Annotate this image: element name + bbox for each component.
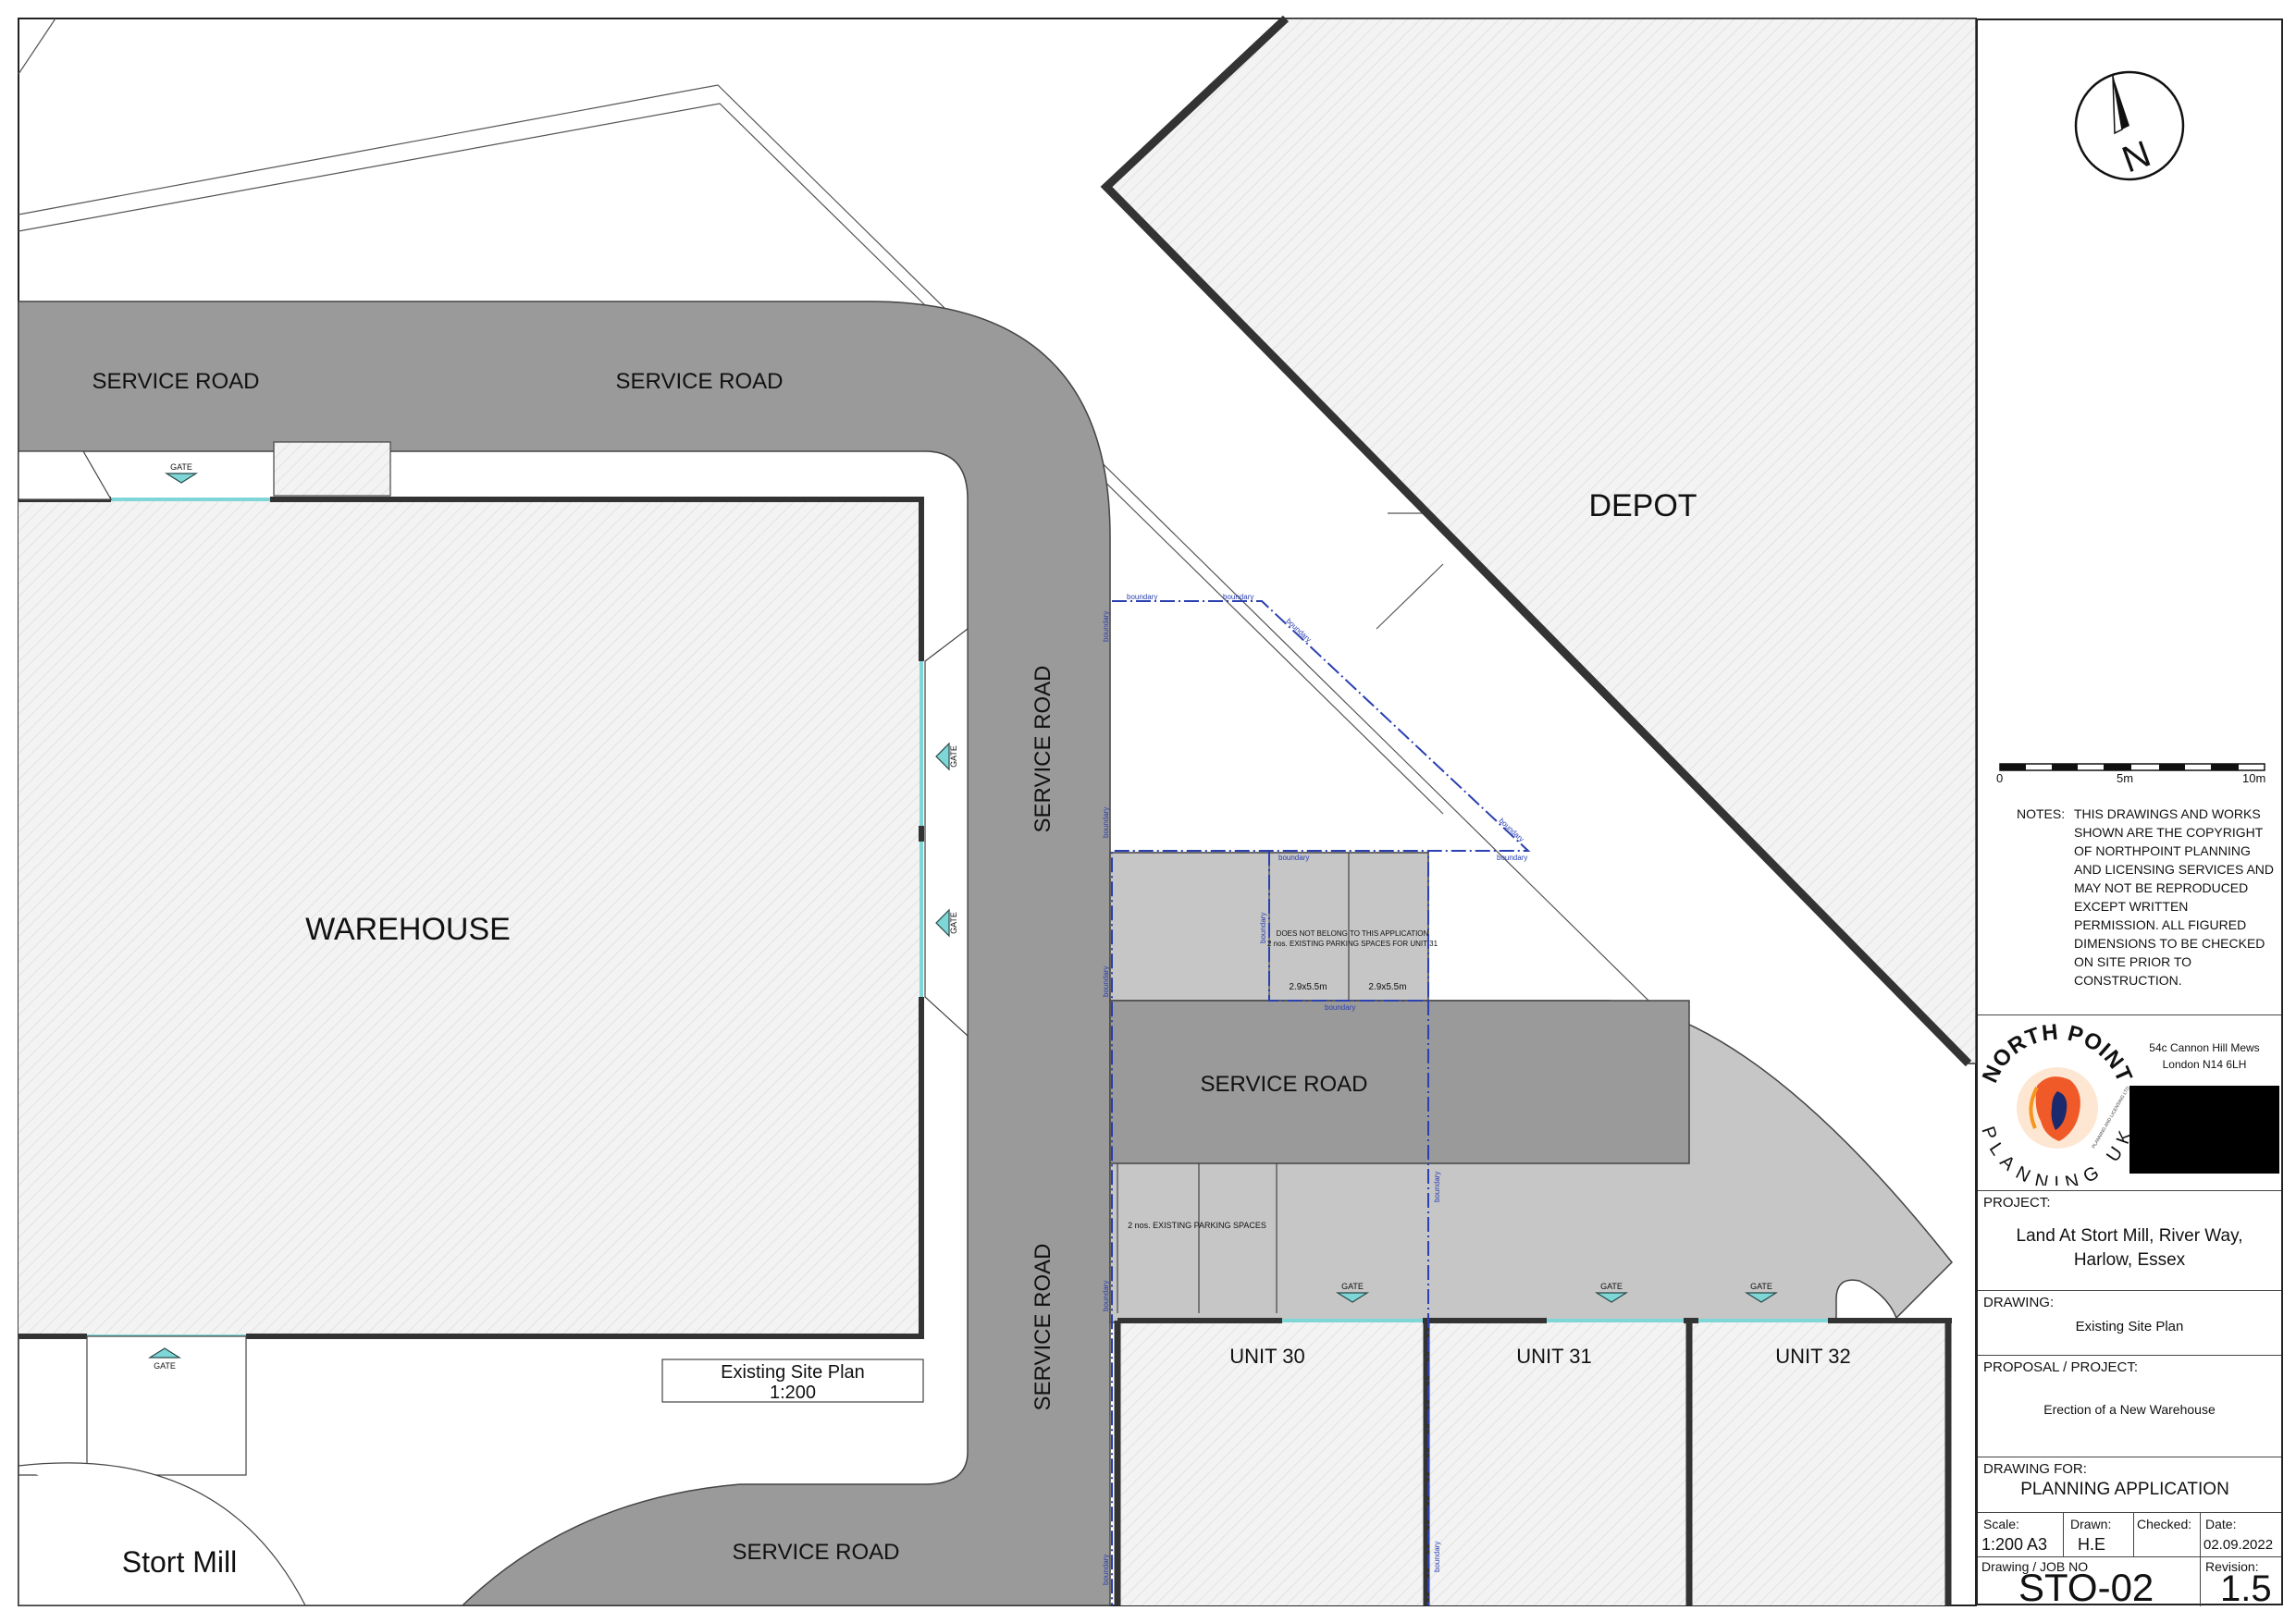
stort-mill-label: Stort Mill	[122, 1545, 237, 1579]
gate-icon	[1594, 1292, 1629, 1303]
project-line: Land At Stort Mill, River Way,	[2016, 1226, 2243, 1246]
drawing-for-value: PLANNING APPLICATION	[2020, 1480, 2229, 1499]
project-section: PROJECT: Land At Stort Mill, River Way, …	[1978, 1190, 2281, 1291]
gate-icon	[147, 1347, 182, 1359]
scale-bar	[1999, 763, 2265, 771]
divider	[2200, 1513, 2201, 1557]
gate-icon	[1744, 1292, 1779, 1303]
scale-bar-label: 0	[1996, 771, 2004, 785]
notes-text: THIS DRAWINGS AND WORKS SHOWN ARE THE CO…	[2074, 806, 2275, 988]
gate-icon	[935, 908, 950, 938]
unit-label: UNIT 30	[1229, 1345, 1305, 1368]
drawing-for-label: DRAWING FOR:	[1983, 1461, 2087, 1477]
gate-label: GATE	[1341, 1282, 1364, 1291]
gate-label: GATE	[1750, 1282, 1772, 1291]
boundary-label: boundary	[1223, 593, 1253, 601]
unit-label: UNIT 31	[1516, 1345, 1592, 1368]
road-label: SERVICE ROAD	[733, 1540, 900, 1565]
project-label: PROJECT:	[1983, 1195, 2051, 1211]
revision-value: 1.5	[2220, 1568, 2272, 1609]
depot-label: DEPOT	[1588, 488, 1697, 523]
road-label: SERVICE ROAD	[1031, 666, 1055, 833]
project-value: Land At Stort Mill, River Way, Harlow, E…	[1978, 1224, 2281, 1273]
job-number: STO-02	[2018, 1566, 2154, 1609]
revision-label: Revision:	[2205, 1559, 2259, 1574]
notes-label: NOTES:	[2017, 806, 2066, 821]
gate-icon	[1335, 1292, 1370, 1303]
date-label: Date:	[2205, 1517, 2237, 1531]
road-label: SERVICE ROAD	[1201, 1072, 1368, 1097]
parking-note: DOES NOT BELONG TO THIS APPLICATION	[1277, 929, 1429, 938]
gate-structures	[18, 441, 969, 1606]
drawing-value: Existing Site Plan	[2075, 1319, 2184, 1334]
gate-label: GATE	[154, 1361, 176, 1371]
address-line: 54c Cannon Hill Mews	[2149, 1041, 2260, 1054]
drawn-value: H.E	[2078, 1535, 2106, 1554]
road-label: SERVICE ROAD	[1031, 1244, 1055, 1411]
gate-markers	[147, 473, 1779, 1359]
gate-label: GATE	[949, 745, 958, 768]
date-value: 02.09.2022	[2203, 1537, 2274, 1553]
scale-bar-label: 5m	[2117, 771, 2134, 785]
job-row: Drawing / JOB NO STO-02 Revision: 1.5	[1978, 1556, 2281, 1609]
checked-label: Checked:	[2137, 1517, 2192, 1531]
divider	[2200, 1557, 2201, 1606]
gate-label: GATE	[949, 912, 958, 934]
boundary-label: boundary	[1433, 1172, 1441, 1202]
scale-label: Scale:	[1983, 1517, 2019, 1531]
northpoint-logo: NORTH POINT PLANNING UK PLANNING AND LIC…	[1980, 1020, 2135, 1186]
gate-icon	[164, 473, 199, 484]
boundary-label: boundary	[1433, 1542, 1441, 1572]
warehouse-building	[19, 497, 924, 1339]
road-label: SERVICE ROAD	[93, 369, 260, 394]
title-block: N 0 5m 10m NOTES: THIS DRAWINGS AND WORK…	[1976, 18, 2283, 1609]
legend-title: Existing Site Plan	[721, 1362, 865, 1383]
details-row: Scale: 1:200 A3 Drawn: H.E Checked: Date…	[1978, 1512, 2281, 1557]
bay-dimension: 2.9x5.5m	[1289, 982, 1327, 992]
company-address: 54c Cannon Hill Mews London N14 6LH	[2135, 1039, 2274, 1073]
proposal-section: PROPOSAL / PROJECT: Erection of a New Wa…	[1978, 1355, 2281, 1457]
bay-dimension: 2.9x5.5m	[1368, 982, 1406, 992]
logo-section: NORTH POINT PLANNING UK PLANNING AND LIC…	[1978, 1014, 2281, 1191]
boundary-label: boundary	[1325, 1003, 1355, 1012]
divider	[2133, 1513, 2134, 1557]
warehouse-label: WAREHOUSE	[305, 912, 511, 947]
drawn-label: Drawn:	[2070, 1517, 2112, 1531]
depot-building	[1100, 15, 1977, 1067]
boundary-label: boundary	[1497, 854, 1527, 862]
drawing-label: DRAWING:	[1983, 1295, 2055, 1310]
parking-note: 2 nos. EXISTING PARKING SPACES FOR UNIT …	[1267, 940, 1438, 948]
legend-box	[661, 1359, 924, 1403]
north-arrow-icon: N	[2074, 70, 2185, 180]
drawing-for-section: DRAWING FOR: PLANNING APPLICATION	[1978, 1457, 2281, 1513]
boundary-label: boundary	[1127, 593, 1157, 601]
units	[1114, 1318, 1952, 1605]
drawing-section: DRAWING: Existing Site Plan	[1978, 1290, 2281, 1356]
redacted-block	[2129, 1086, 2279, 1174]
scale-bar-label: 10m	[2242, 771, 2266, 785]
boundary-label: boundary	[1102, 1281, 1110, 1311]
unit-label: UNIT 32	[1775, 1345, 1851, 1368]
address-line: London N14 6LH	[2162, 1058, 2247, 1071]
boundary-label: boundary	[1259, 913, 1267, 943]
boundary-label: boundary	[1102, 611, 1110, 642]
proposal-label: PROPOSAL / PROJECT:	[1983, 1359, 2138, 1375]
gate-label: GATE	[170, 462, 192, 472]
job-label: Drawing / JOB NO	[1981, 1559, 2089, 1574]
gate-label: GATE	[1600, 1282, 1623, 1291]
road-label: SERVICE ROAD	[616, 369, 784, 394]
proposal-value: Erection of a New Warehouse	[2043, 1402, 2216, 1417]
scale-value: 1:200 A3	[1981, 1535, 2048, 1554]
divider	[2063, 1513, 2064, 1557]
boundary-label: boundary	[1102, 1555, 1110, 1585]
boundary-label: boundary	[1102, 966, 1110, 997]
boundary-label: boundary	[1102, 807, 1110, 838]
gate-icon	[935, 742, 950, 771]
legend-scale: 1:200	[770, 1383, 816, 1403]
parking-note: 2 nos. EXISTING PARKING SPACES	[1128, 1221, 1266, 1230]
project-line: Harlow, Essex	[2073, 1250, 2186, 1270]
application-boundary	[1111, 600, 1531, 1605]
boundary-label: boundary	[1278, 854, 1309, 862]
